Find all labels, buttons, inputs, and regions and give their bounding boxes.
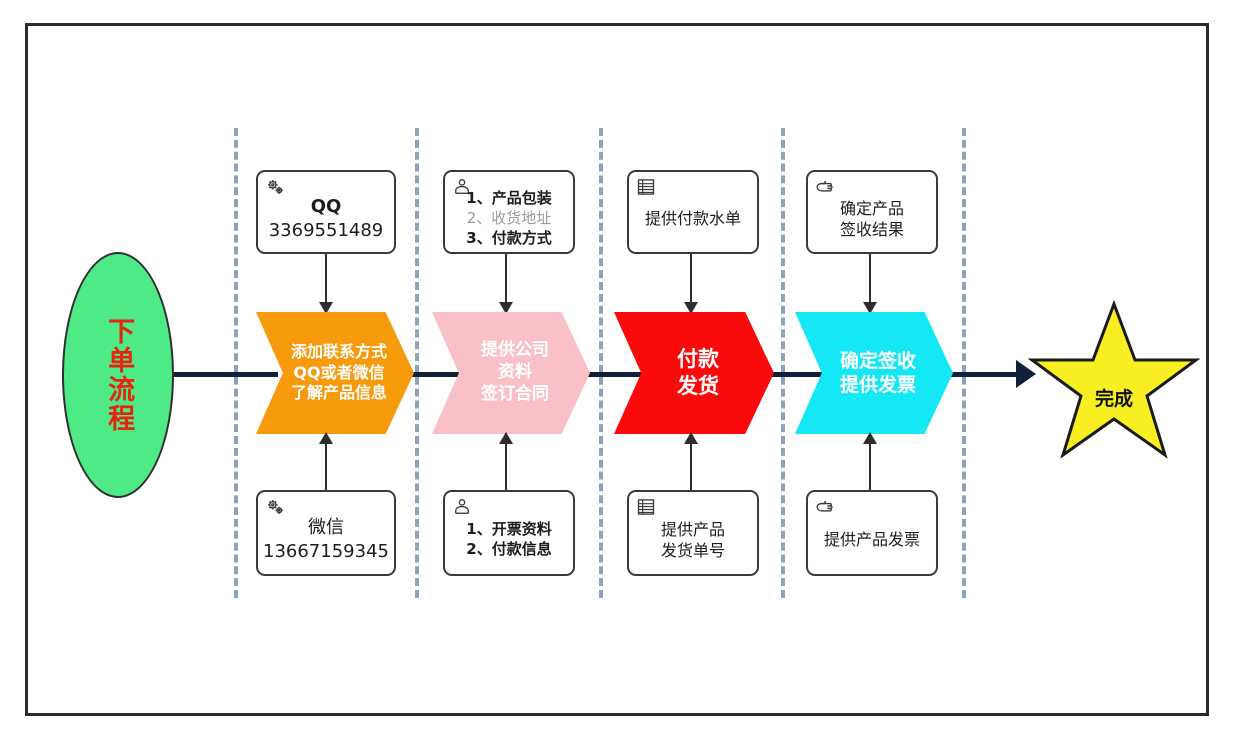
stage-2-label: 提供公司资料签订合同 bbox=[481, 340, 549, 405]
note-stage3-bottom[interactable]: 提供产品发货单号 bbox=[627, 490, 759, 576]
connector-stage3-bottom bbox=[690, 440, 692, 490]
person-icon bbox=[452, 497, 474, 519]
pointing-hand-icon bbox=[815, 177, 837, 199]
connector-stage2-top bbox=[505, 254, 507, 310]
stage-text-line: 确定签收 bbox=[839, 349, 916, 372]
stage-text-line: 提供公司 bbox=[481, 340, 549, 361]
connector-stage1-bottom-arrowhead bbox=[319, 432, 333, 444]
note-stage4-bottom[interactable]: 提供产品发票 bbox=[806, 490, 938, 576]
connector-stage1-top-arrowhead bbox=[319, 302, 333, 314]
flow-spine-segment-5 bbox=[940, 372, 1022, 377]
note-text-line: 2、收货地址 bbox=[466, 209, 552, 228]
start-node[interactable]: 下单流程 bbox=[62, 252, 174, 498]
connector-stage3-bottom-arrowhead bbox=[684, 432, 698, 444]
note-text-line: 发货单号 bbox=[660, 541, 725, 560]
connector-stage2-bottom-arrowhead bbox=[499, 432, 513, 444]
stage-text-line: 资料 bbox=[498, 362, 532, 383]
stage-3-label: 付款发货 bbox=[677, 346, 719, 400]
star-icon bbox=[1027, 299, 1201, 459]
connector-stage3-top bbox=[690, 254, 692, 310]
note-text-line: 3369551489 bbox=[268, 220, 384, 241]
flow-spine-segment-1 bbox=[168, 372, 278, 377]
note-stage4-bottom-text: 提供产品发票 bbox=[808, 492, 936, 574]
column-separator-2 bbox=[415, 128, 419, 598]
pointing-hand-icon bbox=[815, 497, 837, 519]
note-text-line: 签收结果 bbox=[839, 220, 904, 239]
connector-stage4-bottom bbox=[869, 440, 871, 490]
note-text-line: 13667159345 bbox=[263, 541, 389, 562]
gears-icon bbox=[265, 177, 287, 199]
flow-spine-segment-2 bbox=[395, 372, 463, 377]
stage-text-line: 提供发票 bbox=[839, 374, 916, 396]
diagram-frame bbox=[25, 23, 1209, 716]
note-stage3-top[interactable]: 提供付款水单 bbox=[627, 170, 759, 254]
list-document-icon bbox=[636, 497, 658, 519]
flow-spine-segment-4 bbox=[760, 372, 828, 377]
flow-spine-segment-3 bbox=[577, 372, 645, 377]
stage-text-line: QQ或者微信 bbox=[293, 362, 385, 382]
end-node[interactable]: 完成 bbox=[1027, 299, 1201, 460]
connector-stage4-top bbox=[869, 254, 871, 310]
stage-text-line: 发货 bbox=[677, 374, 719, 398]
note-stage3-top-text: 提供付款水单 bbox=[629, 172, 757, 252]
stage-text-line: 付款 bbox=[677, 347, 719, 372]
connector-stage2-bottom bbox=[505, 440, 507, 490]
note-text-line: 提供产品 bbox=[660, 519, 725, 539]
stage-text-line: 签订合同 bbox=[481, 383, 549, 404]
column-separator-4 bbox=[781, 128, 785, 598]
flow-spine-arrowhead bbox=[1016, 360, 1036, 388]
note-stage3-bottom-text: 提供产品发货单号 bbox=[629, 492, 757, 574]
connector-stage3-top-arrowhead bbox=[684, 302, 698, 314]
list-document-icon bbox=[636, 177, 658, 199]
connector-stage1-top bbox=[325, 254, 327, 310]
note-text-line: QQ bbox=[310, 196, 342, 218]
column-separator-1 bbox=[234, 128, 238, 598]
note-text-line: 1、开票资料 bbox=[466, 520, 552, 539]
gears-icon bbox=[265, 497, 287, 519]
column-separator-5 bbox=[962, 128, 966, 598]
connector-stage2-top-arrowhead bbox=[499, 302, 513, 314]
note-text-line: 3、付款方式 bbox=[466, 228, 552, 247]
note-text-line: 确定产品 bbox=[839, 198, 904, 218]
stage-text-line: 了解产品信息 bbox=[290, 383, 387, 403]
note-text-line: 提供产品发票 bbox=[823, 530, 920, 550]
column-separator-3 bbox=[599, 128, 603, 598]
note-stage4-top-text: 确定产品签收结果 bbox=[808, 172, 936, 252]
start-node-label: 下单流程 bbox=[103, 317, 135, 433]
stage-text-line: 添加联系方式 bbox=[290, 342, 387, 362]
end-node-label: 完成 bbox=[1094, 388, 1133, 410]
connector-stage4-top-arrowhead bbox=[863, 302, 877, 314]
note-text-line: 2、付款信息 bbox=[466, 540, 552, 558]
note-stage4-top[interactable]: 确定产品签收结果 bbox=[806, 170, 938, 254]
note-text-line: 1、产品包装 bbox=[466, 189, 552, 208]
connector-stage4-bottom-arrowhead bbox=[863, 432, 877, 444]
note-text-line: 微信 bbox=[308, 517, 344, 539]
note-text-line: 提供付款水单 bbox=[644, 209, 741, 229]
person-icon bbox=[452, 177, 474, 199]
stage-4-label: 确定签收提供发票 bbox=[840, 349, 916, 398]
connector-stage1-bottom bbox=[325, 440, 327, 490]
